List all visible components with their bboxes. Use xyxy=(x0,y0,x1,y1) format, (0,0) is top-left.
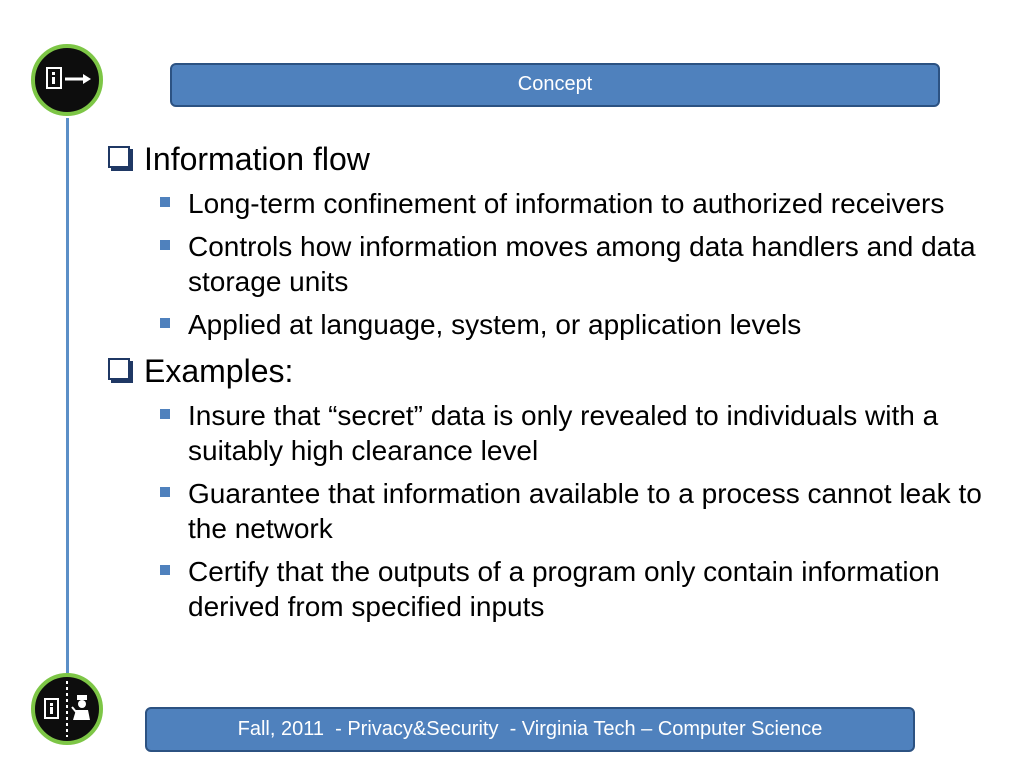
checkbox-bullet-icon xyxy=(108,358,130,380)
square-bullet-icon xyxy=(160,409,170,419)
slide-title: Concept xyxy=(170,63,940,107)
bullet-text: Controls how information moves among dat… xyxy=(188,231,976,297)
document-arrow-icon xyxy=(31,44,103,116)
bullet-text: Insure that “secret” data is only reveal… xyxy=(188,400,939,466)
document-officer-icon xyxy=(31,673,103,745)
bullet-item: Certify that the outputs of a program on… xyxy=(106,554,1016,624)
bullet-item: Applied at language, system, or applicat… xyxy=(106,307,1016,342)
bullet-text: Guarantee that information available to … xyxy=(188,478,982,544)
bullet-text: Applied at language, system, or applicat… xyxy=(188,309,802,340)
square-bullet-icon xyxy=(160,318,170,328)
bullet-item: Guarantee that information available to … xyxy=(106,476,1016,546)
square-bullet-icon xyxy=(160,565,170,575)
bullet-text: Long-term confinement of information to … xyxy=(188,188,945,219)
timeline-line xyxy=(66,118,69,678)
bullet-item: Insure that “secret” data is only reveal… xyxy=(106,398,1016,468)
section-heading-text: Examples: xyxy=(144,353,294,389)
square-bullet-icon xyxy=(160,240,170,250)
section-heading-text: Information flow xyxy=(144,141,370,177)
section-heading: Examples: xyxy=(106,352,1016,390)
square-bullet-icon xyxy=(160,487,170,497)
slide-footer: Fall, 2011 - Privacy&Security - Virginia… xyxy=(145,707,915,752)
square-bullet-icon xyxy=(160,197,170,207)
slide-content: Information flow Long-term confinement o… xyxy=(106,140,1016,624)
checkbox-bullet-icon xyxy=(108,146,130,168)
bullet-item: Controls how information moves among dat… xyxy=(106,229,1016,299)
bullet-item: Long-term confinement of information to … xyxy=(106,186,1016,221)
bullet-text: Certify that the outputs of a program on… xyxy=(188,556,940,622)
section-heading: Information flow xyxy=(106,140,1016,178)
